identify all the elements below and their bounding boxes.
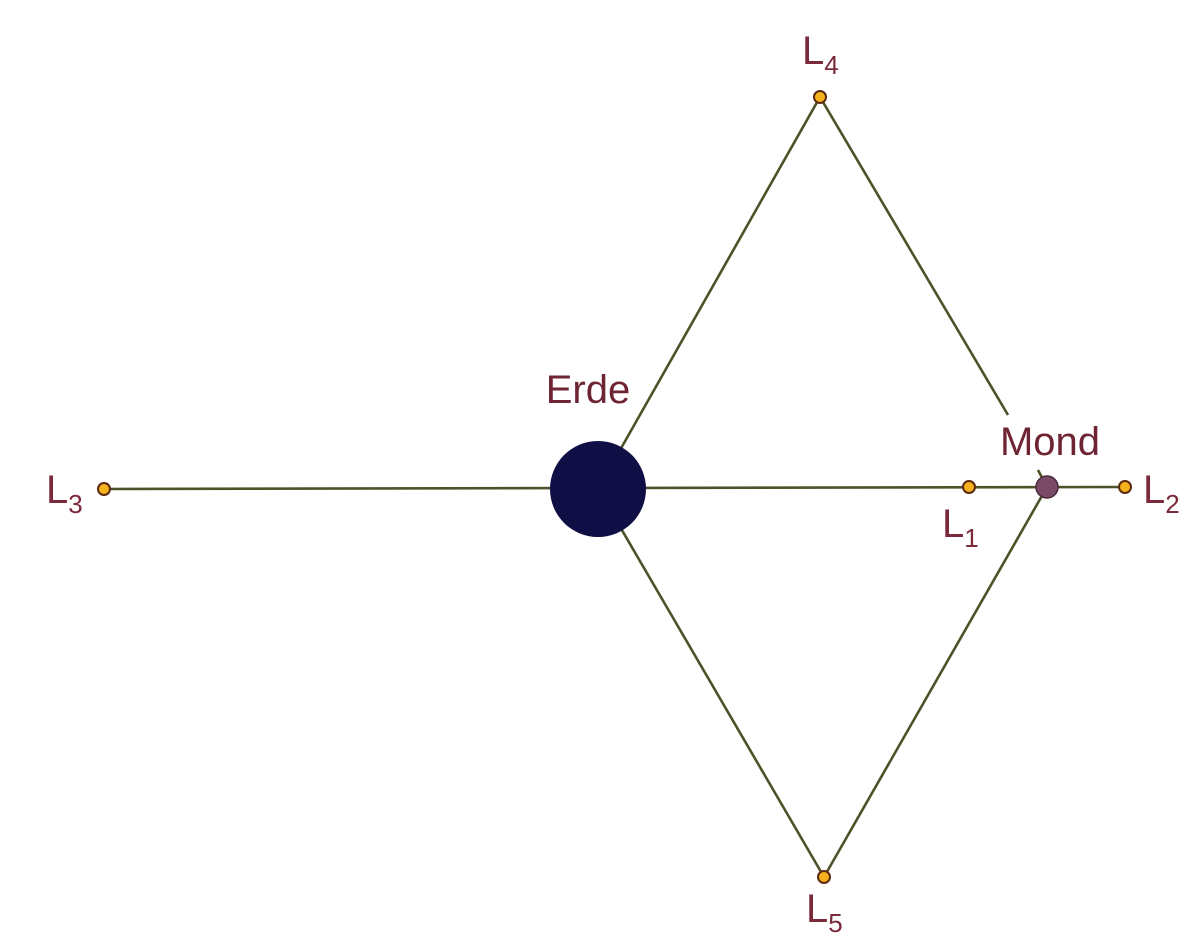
l4-label: L4	[802, 29, 839, 80]
earth-label: Erde	[546, 368, 631, 412]
lagrange-markers	[97, 90, 1132, 884]
l1-point	[962, 480, 976, 494]
l2-point	[1118, 480, 1132, 494]
line-l4-to-moon	[818, 96, 1010, 416]
l3-point	[97, 482, 111, 496]
line-earth-to-l5	[596, 488, 826, 878]
l2-label: L2	[1143, 468, 1180, 519]
l4-point	[813, 90, 827, 104]
l5-label: L5	[806, 887, 843, 938]
earth-body	[550, 441, 646, 537]
l5-point	[817, 870, 831, 884]
line-earth-to-l4	[596, 96, 822, 490]
moon-label: Mond	[1000, 420, 1100, 464]
l1-label: L1	[942, 502, 979, 553]
moon-body	[1035, 475, 1059, 499]
line-l5-to-moon	[822, 486, 1049, 878]
l3-label: L3	[46, 468, 83, 519]
